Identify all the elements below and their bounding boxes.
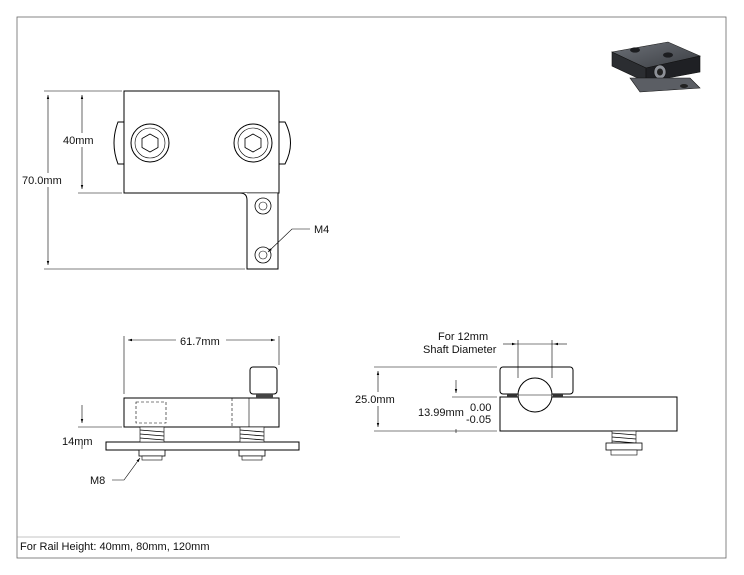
dim-side-height: 25.0mm [355, 394, 395, 406]
label-m4: M4 [314, 224, 329, 236]
tolerance-upper: 0.00 [470, 402, 491, 414]
dim-bore-height: 13.99mm [418, 407, 464, 419]
sheet-border [16, 16, 727, 559]
label-m8: M8 [90, 475, 105, 487]
bottom-view: 61.7mm 14mm M8 [62, 334, 300, 487]
tolerance-lower: -0.05 [466, 414, 491, 426]
note-shaft-line2: Shaft Diameter [423, 344, 497, 356]
side-view: For 12mm Shaft Diameter 25.0mm 13.99mm 0… [354, 331, 678, 456]
m4-screw-upper [254, 197, 272, 215]
socket-screw-right [233, 123, 273, 163]
base-plate [105, 441, 300, 451]
dim-width: 61.7mm [180, 336, 220, 348]
note-shaft-line1: For 12mm [438, 331, 488, 343]
clamp-body [123, 397, 280, 428]
socket-screw-left [130, 123, 170, 163]
thread-right [239, 426, 265, 443]
isometric-preview [611, 41, 701, 93]
dim-thread-height: 14mm [62, 436, 93, 448]
front-view: 70.0mm 40mm M4 [21, 90, 329, 270]
m4-screw-lower [254, 246, 272, 264]
dim-block-height: 40mm [63, 135, 94, 147]
rail-height-note: For Rail Height: 40mm, 80mm, 120mm [20, 541, 210, 553]
dim-total-height: 70.0mm [22, 175, 62, 187]
thread-left [139, 426, 165, 443]
